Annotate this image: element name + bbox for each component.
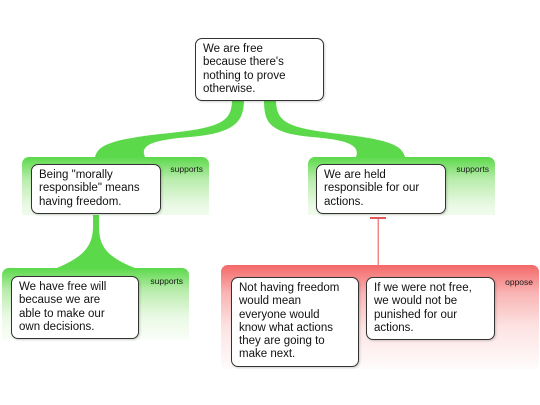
root-claim-text: We are free because there's nothing to p… <box>203 43 286 95</box>
support-connector-lower <box>52 213 140 270</box>
support-connector-right <box>264 99 405 157</box>
reason-box-lower[interactable]: We have free will because we are able to… <box>11 276 139 339</box>
oppose-connector <box>370 217 386 266</box>
reason-text: We are held responsible for our actions. <box>324 169 420 208</box>
reason-box-right[interactable]: We are held responsible for our actions. <box>316 164 446 214</box>
relation-label: oppose <box>505 277 533 287</box>
reason-box-left[interactable]: Being "morally responsible" means having… <box>31 164 161 214</box>
relation-label: supports <box>170 164 203 174</box>
reason-text: Being "morally responsible" means having… <box>39 169 140 208</box>
root-claim-box[interactable]: We are free because there's nothing to p… <box>195 38 324 101</box>
relation-label: supports <box>150 276 183 286</box>
objection-text: Not having freedom would mean everyone w… <box>239 282 340 361</box>
relation-label: supports <box>456 164 489 174</box>
objection-box-second[interactable]: If we were not free, we would not be pun… <box>366 277 495 340</box>
support-connector-left <box>95 99 244 157</box>
objection-text: If we were not free, we would not be pun… <box>374 282 472 334</box>
reason-text: We have free will because we are able to… <box>19 281 107 333</box>
objection-box-first[interactable]: Not having freedom would mean everyone w… <box>231 277 359 367</box>
